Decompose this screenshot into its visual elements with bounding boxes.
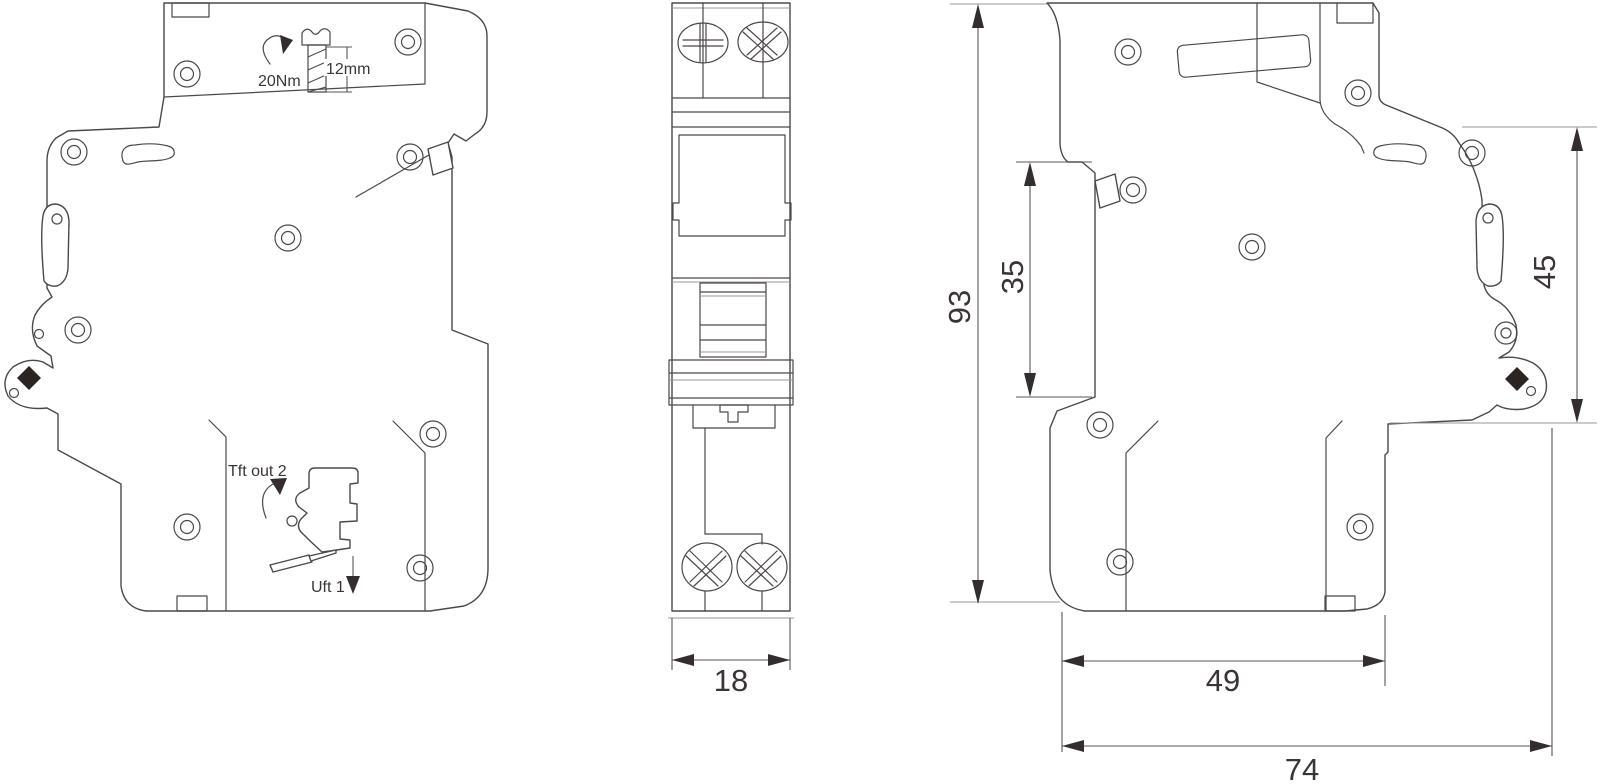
screw-depth-annotation: 12mm — [301, 28, 370, 93]
dimension-overall-depth-74: 74 — [1062, 428, 1553, 784]
top-terminal-screws — [677, 21, 789, 64]
rating-label-plate — [1176, 34, 1312, 78]
front-view: 18 — [668, 2, 794, 698]
dimension-overall-height-93: 93 — [942, 3, 1060, 604]
dim-depth-label: 49 — [1206, 663, 1240, 698]
din-latch — [41, 203, 70, 287]
dim-din-rail-label: 35 — [995, 260, 1030, 294]
trip-annotation: Tft out 2 Uft 1 — [228, 463, 360, 596]
bottom-notch — [176, 595, 208, 612]
clip-diamond-right — [1505, 367, 1529, 391]
din-latch-right — [1475, 203, 1504, 287]
front-view-body-outline — [671, 2, 791, 612]
screwdriver-icon — [269, 554, 313, 573]
handle-slot-right — [1373, 143, 1427, 165]
handle-slot — [121, 143, 175, 165]
terminal-screw-tick-right — [1094, 173, 1121, 209]
right-view-screw-holes — [1086, 38, 1518, 576]
right-view-body-outline — [1046, 2, 1548, 612]
screw-icon — [301, 28, 331, 46]
dimension-width-18: 18 — [671, 618, 791, 698]
strip-length-label: 12mm — [326, 61, 370, 78]
top-notch — [171, 2, 210, 18]
clip-diamond — [17, 366, 41, 390]
torque-annotation: 20Nm — [258, 35, 301, 90]
dimension-depth-49: 49 — [1061, 612, 1386, 752]
dim-overall-depth-label: 74 — [1285, 752, 1319, 784]
release-label: Uft 1 — [311, 579, 345, 596]
left-side-view: 20Nm 12mm Tft out 2 Uft 1 — [4, 2, 489, 612]
dimension-front-height-45: 45 — [1390, 126, 1597, 424]
right-side-view: 93 35 45 49 — [942, 2, 1597, 784]
left-view-body-outline — [4, 2, 489, 612]
dim-front-height-label: 45 — [1527, 255, 1562, 289]
torque-label: 20Nm — [258, 73, 301, 90]
trip-label: Tft out 2 — [228, 463, 287, 480]
left-view-screw-holes — [60, 28, 447, 582]
dim-overall-height-label: 93 — [942, 290, 977, 324]
dimension-din-rail-35: 35 — [995, 161, 1092, 398]
toggle-lever — [699, 282, 767, 358]
torque-arrow-icon — [262, 35, 286, 65]
din-clip-icon — [295, 467, 359, 553]
terminal-screw-tick — [427, 141, 454, 176]
trip-curved-arrow-icon — [261, 482, 276, 519]
dim-width-label: 18 — [714, 663, 748, 698]
centre-block — [668, 359, 794, 429]
toggle-window — [672, 134, 792, 237]
